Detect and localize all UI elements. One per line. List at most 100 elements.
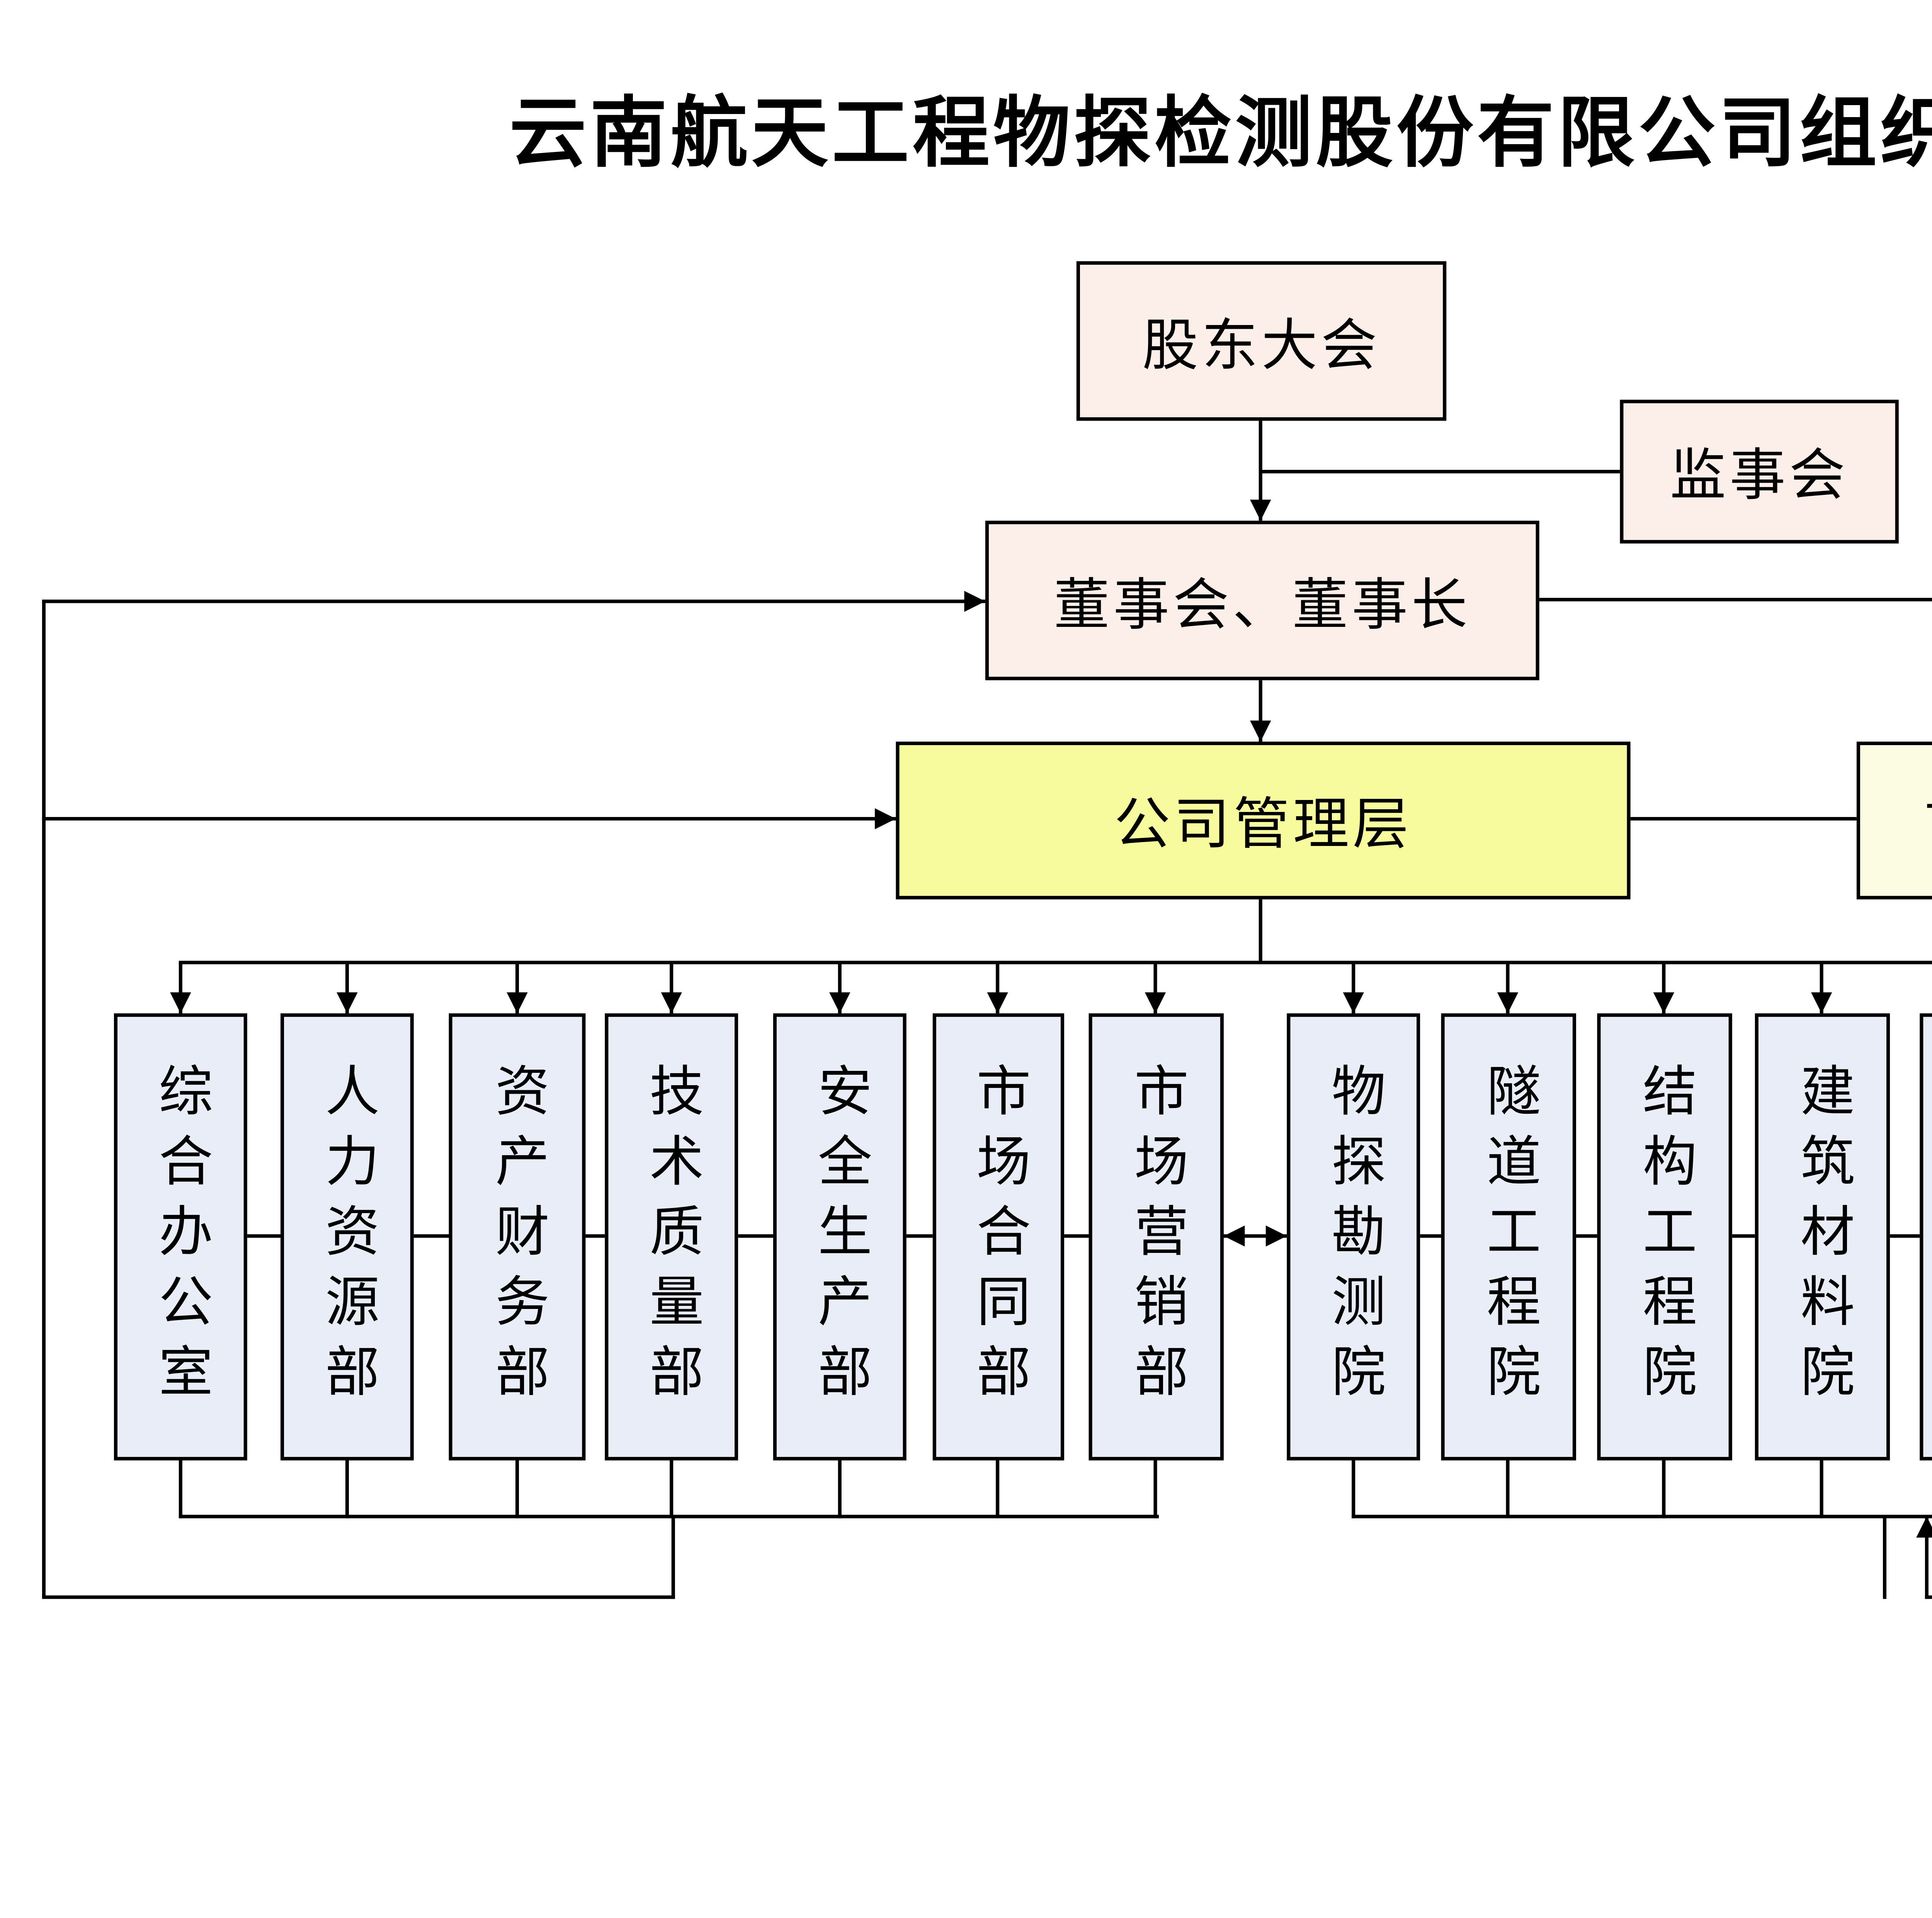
node-label: 监事会	[1670, 443, 1849, 507]
arrowhead-r	[1265, 1225, 1287, 1247]
inst-tunnel-engineering: 隧道工程院	[1441, 1013, 1576, 1460]
arrowhead-u	[1916, 1516, 1932, 1538]
connector-line	[670, 962, 673, 1014]
connector-line	[42, 599, 46, 1597]
connector-line	[1506, 962, 1510, 1014]
connector-line	[247, 1234, 281, 1238]
arrowhead-d	[829, 992, 850, 1014]
connector-line	[345, 1460, 349, 1518]
connector-line	[906, 1234, 933, 1238]
connector-line	[1352, 1460, 1355, 1518]
arrowhead-d	[507, 992, 528, 1014]
connector-line	[1925, 1516, 1929, 1599]
connector-line	[179, 1460, 182, 1518]
connector-line	[1890, 1234, 1920, 1238]
arrowhead-d	[337, 992, 358, 1014]
inst-label: 建筑材料院	[1792, 1061, 1853, 1413]
connector-line	[1259, 420, 1262, 521]
dept-general-office: 综合办公室	[114, 1013, 247, 1460]
connector-line	[179, 961, 1932, 965]
connector-line	[1064, 1234, 1089, 1238]
arrowhead-d	[987, 992, 1008, 1014]
arrowhead-r	[875, 808, 896, 829]
connector-line	[413, 1234, 449, 1238]
connector-line	[1153, 1460, 1157, 1518]
arrowhead-d	[1653, 992, 1675, 1014]
arrowhead-d	[661, 992, 682, 1014]
node-label: 董事会、董事长	[1053, 572, 1471, 636]
inst-label: 结构工程院	[1634, 1061, 1696, 1413]
dept-label: 人力资源部	[316, 1061, 378, 1413]
dept-label: 市场营销部	[1125, 1061, 1187, 1413]
connector-line	[1576, 1234, 1597, 1238]
chart-title: 云南航天工程物探检测股份有限公司组织架构图	[509, 91, 1932, 177]
arrowhead-d	[1343, 992, 1364, 1014]
connector-line	[1259, 680, 1262, 742]
node-chief-scientist-advisor: 首席科学家、技术顾问	[1856, 741, 1932, 900]
connector-line	[1820, 962, 1823, 1014]
node-board-of-directors: 董事会、董事长	[985, 521, 1539, 681]
arrowhead-d	[1811, 992, 1832, 1014]
dept-label: 技术质量部	[641, 1061, 702, 1413]
arrowhead-l	[1223, 1225, 1245, 1247]
connector-line	[1260, 470, 1620, 473]
connector-line	[585, 1234, 605, 1238]
node-company-management: 公司管理层	[896, 741, 1631, 900]
connector-line	[1420, 1234, 1441, 1238]
inst-geophysical-survey: 物探勘测院	[1287, 1013, 1420, 1460]
dept-label: 安全生产部	[809, 1061, 871, 1413]
inst-label: 隧道工程院	[1478, 1061, 1539, 1413]
connector-line	[838, 1460, 842, 1518]
dept-asset-finance: 资产财务部	[449, 1013, 586, 1460]
dept-marketing: 市场营销部	[1088, 1013, 1224, 1460]
inst-information-engineering: 信息工程院	[1920, 1013, 1932, 1460]
node-label: 首席科学家、技术顾问	[1924, 780, 1932, 861]
connector-line	[1662, 1460, 1666, 1518]
connector-line	[515, 1460, 519, 1518]
connector-line	[1630, 817, 1857, 821]
connector-line	[42, 599, 985, 603]
connector-line	[1153, 962, 1157, 1014]
connector-line	[996, 962, 1000, 1014]
connector-line	[738, 1234, 773, 1238]
connector-line	[179, 1515, 1159, 1518]
dept-safety-production: 安全生产部	[773, 1013, 906, 1460]
connector-line	[838, 962, 842, 1014]
connector-line	[1925, 1595, 1932, 1599]
connector-line	[1883, 1516, 1887, 1599]
connector-line	[670, 1460, 673, 1518]
arrowhead-d	[1250, 499, 1271, 521]
node-label: 公司管理层	[1114, 792, 1412, 856]
node-label: 股东大会	[1142, 313, 1381, 376]
dept-market-contract: 市场合同部	[932, 1013, 1065, 1460]
inst-building-materials: 建筑材料院	[1755, 1013, 1890, 1460]
dept-technical-quality: 技术质量部	[605, 1013, 738, 1460]
connector-line	[1223, 1234, 1287, 1238]
arrowhead-r	[964, 591, 985, 612]
connector-line	[1732, 1234, 1755, 1238]
connector-line	[1539, 597, 1932, 602]
connector-line	[1820, 1460, 1823, 1518]
dept-label: 市场合同部	[968, 1061, 1029, 1413]
connector-line	[1352, 1515, 1932, 1518]
connector-line	[1662, 962, 1666, 1014]
arrowhead-d	[170, 992, 191, 1014]
dept-label: 综合办公室	[150, 1061, 211, 1413]
arrowhead-d	[1145, 992, 1166, 1014]
connector-line	[1352, 962, 1355, 1014]
connector-line	[515, 962, 519, 1014]
node-board-of-supervisors: 监事会	[1620, 400, 1899, 544]
dept-human-resources: 人力资源部	[280, 1013, 414, 1460]
connector-line	[1259, 899, 1262, 963]
arrowhead-d	[1497, 992, 1519, 1014]
connector-line	[671, 1516, 675, 1599]
inst-label: 物探勘测院	[1323, 1061, 1384, 1413]
connector-line	[1506, 1460, 1510, 1518]
node-shareholders-meeting: 股东大会	[1076, 261, 1447, 421]
dept-label: 资产财务部	[486, 1061, 548, 1413]
connector-line	[179, 962, 182, 1014]
arrowhead-d	[1250, 720, 1271, 742]
connector-line	[996, 1460, 1000, 1518]
